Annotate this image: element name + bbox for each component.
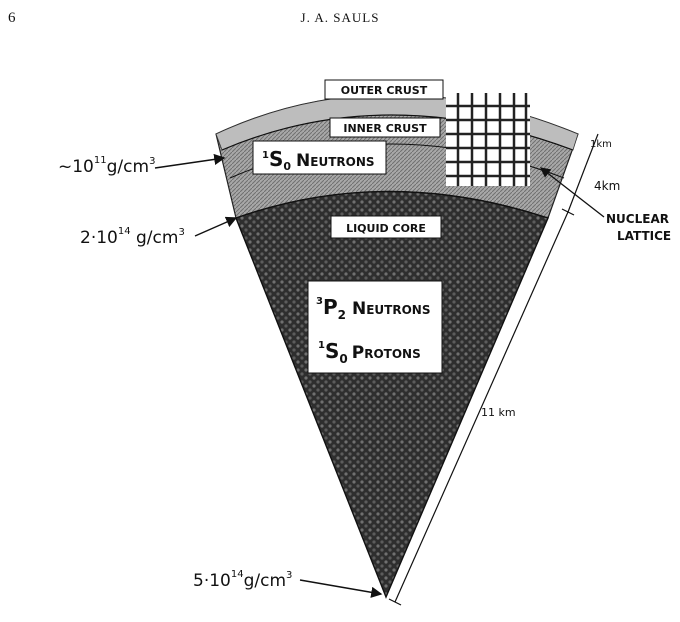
page-number: 6 (8, 10, 16, 26)
core-dimension-tick-bottom (388, 598, 402, 606)
core-boundary-density-arrow (194, 216, 238, 237)
outer-crust-label-box (324, 79, 444, 100)
crust-distance-label: 4km (594, 179, 620, 193)
crust-density-label: ~1011g/cm3 (58, 155, 155, 177)
outer-dimension-line (585, 133, 599, 166)
outer-crust-label: OUTER CRUST (341, 84, 428, 97)
center-density-label: 5·1014g/cm3 (193, 569, 292, 591)
inner-crust-label-box (329, 117, 441, 138)
core-superfluids-box (307, 280, 443, 374)
nuclear-lattice-arrow (539, 167, 605, 218)
running-head: J. A. SAULS (300, 10, 380, 25)
nuclear-lattice-label-line1: NUCLEAR (606, 212, 669, 226)
core-dimension-line (394, 211, 569, 603)
core-distance-label: 11 km (481, 406, 516, 419)
inner-crust-label: INNER CRUST (343, 122, 427, 135)
liquid-core-region (235, 190, 549, 599)
liquid-core-label: LIQUID CORE (346, 222, 426, 235)
nuclear-lattice-grid (446, 93, 530, 186)
crust-density-arrow (154, 153, 226, 169)
center-density-arrow (299, 579, 383, 598)
core-boundary-density-label: 2·1014 g/cm3 (80, 226, 185, 248)
outer-distance-label: 1km (590, 139, 612, 150)
crust-neutrons-box (252, 140, 387, 175)
liquid-core-label-box (330, 215, 442, 239)
nuclear-lattice-label-line2: LATTICE (617, 229, 671, 243)
crust-dimension-line (567, 164, 587, 213)
